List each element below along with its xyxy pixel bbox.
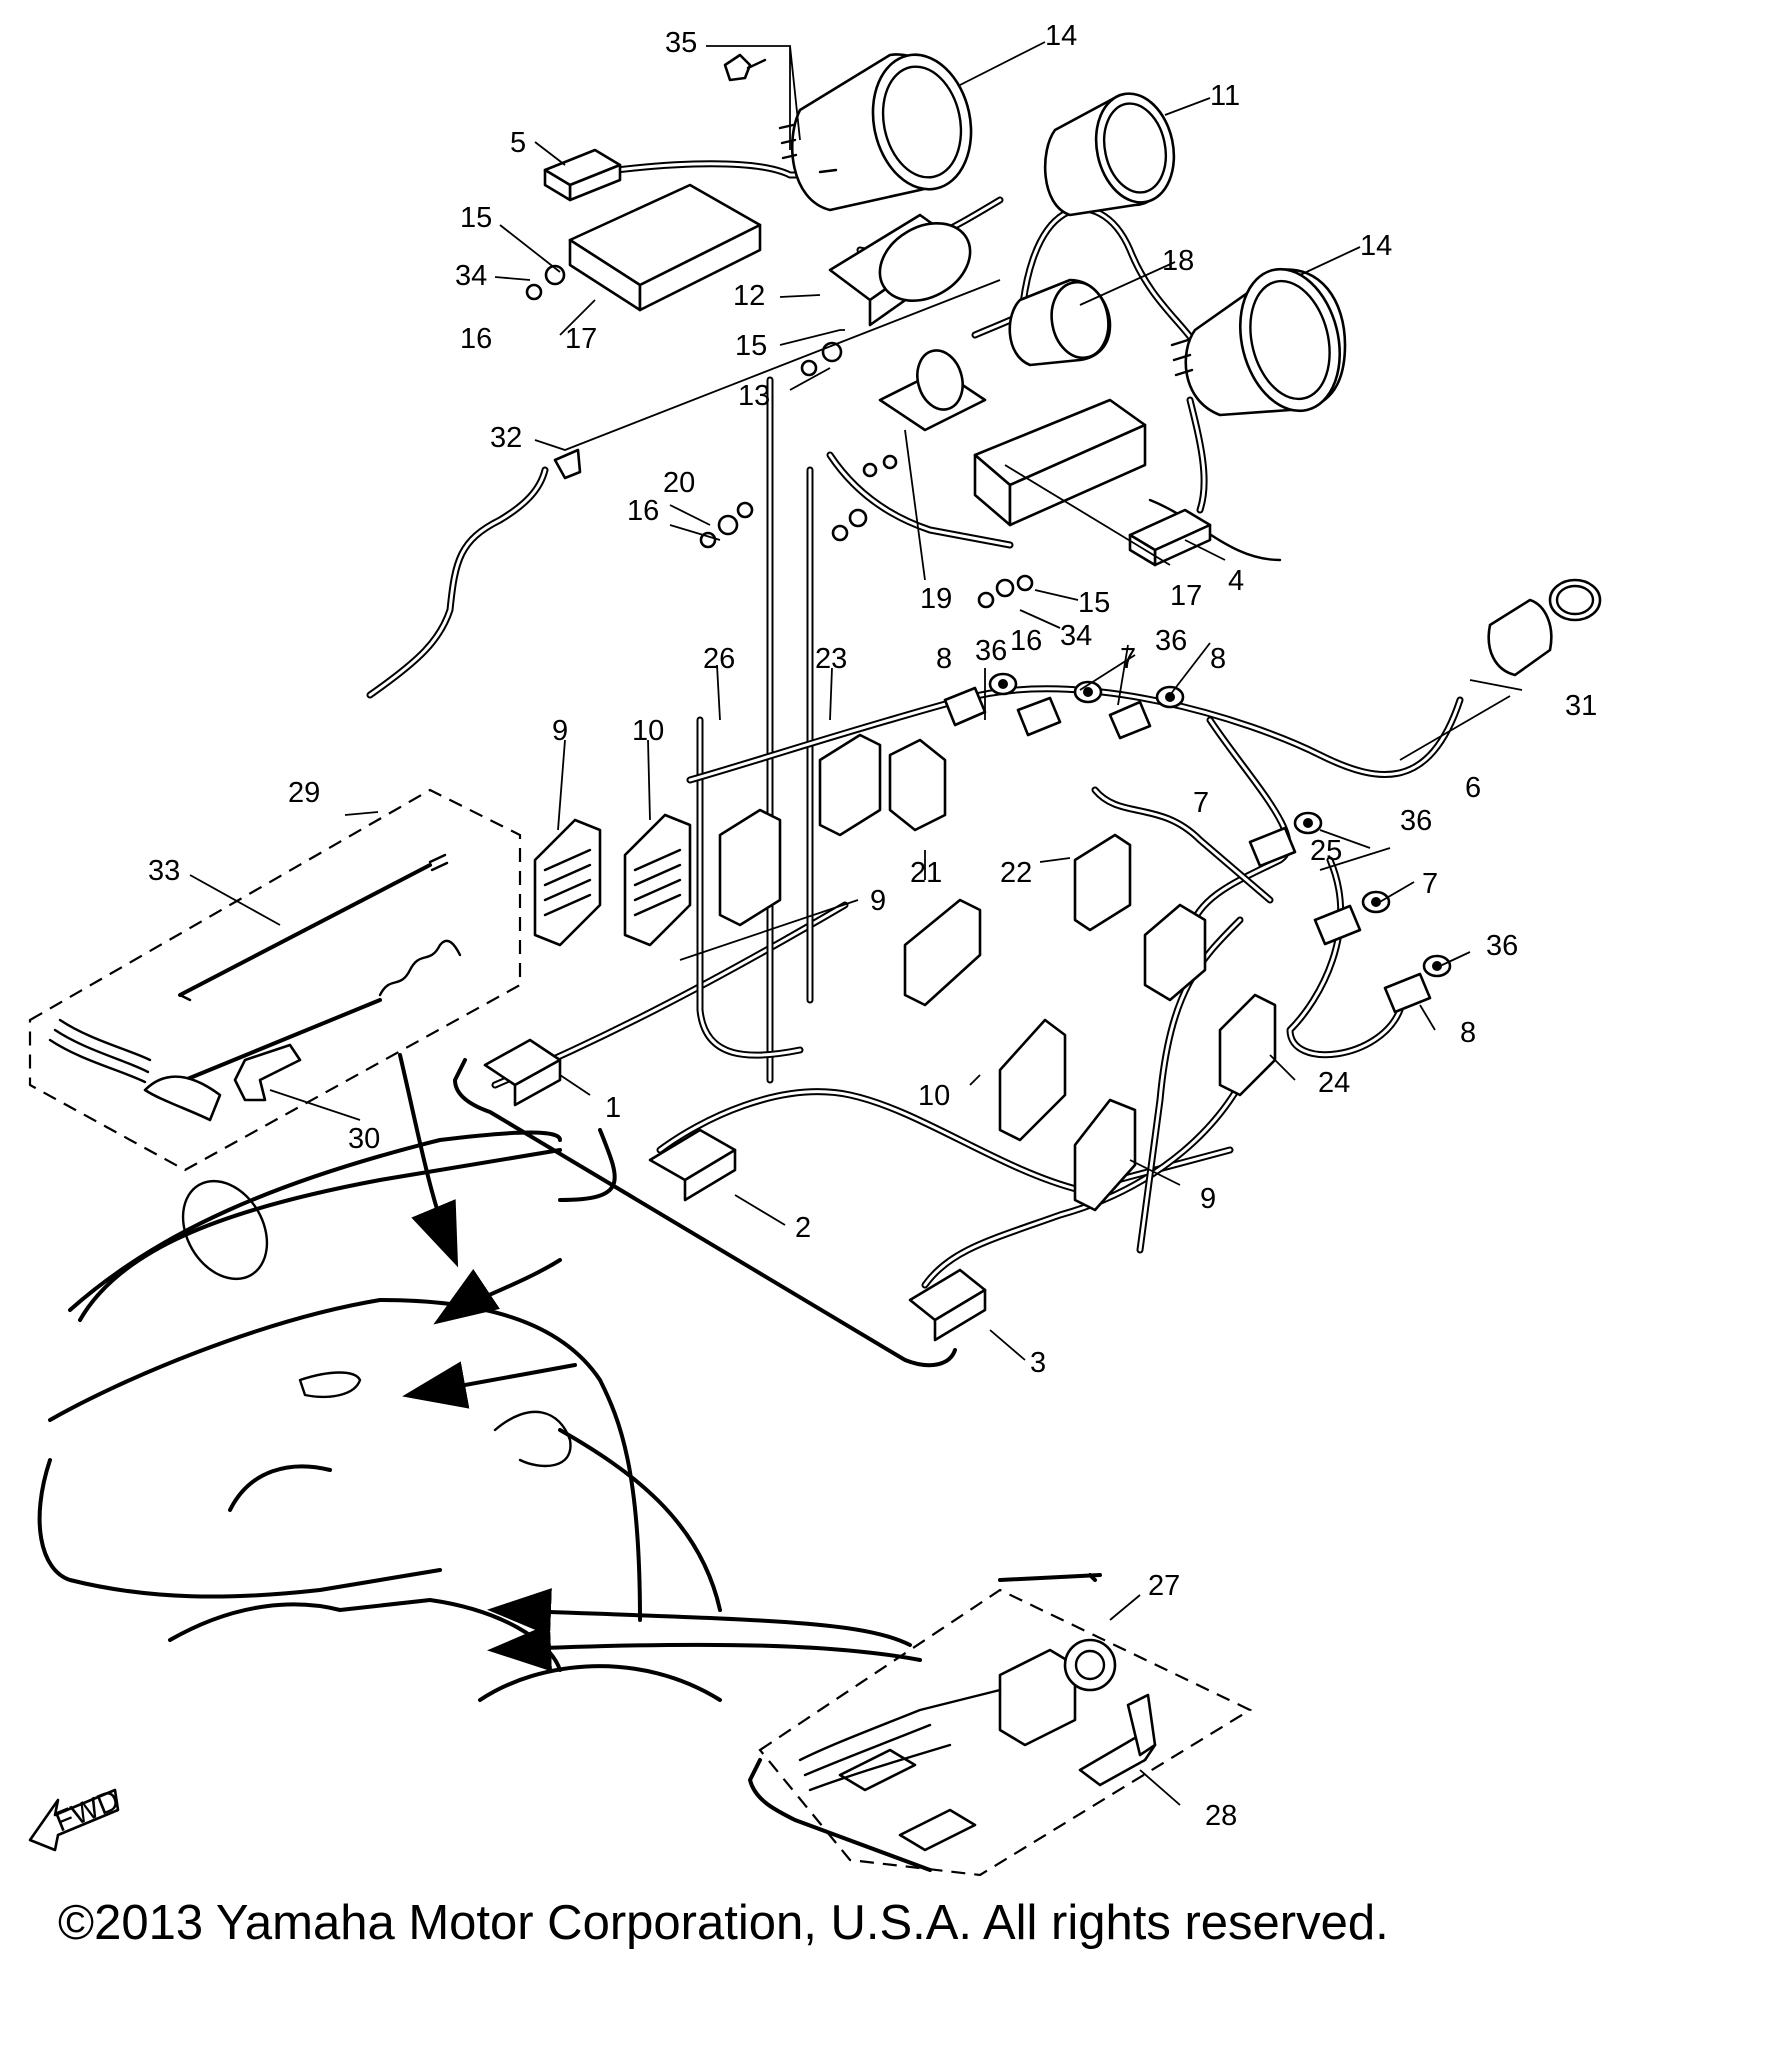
gauge-14-right — [1170, 267, 1347, 417]
callout-29: 29 — [288, 777, 320, 809]
callout-4: 4 — [1228, 565, 1244, 597]
switches — [533, 733, 1277, 1212]
callout-36-d: 36 — [1486, 930, 1518, 962]
callout-36-a: 36 — [975, 635, 1007, 667]
callout-36-c: 36 — [1400, 805, 1432, 837]
callout-20: 20 — [663, 467, 695, 499]
copyright-notice: ©2013 Yamaha Motor Corporation, U.S.A. A… — [58, 1896, 1389, 1950]
panel-outline — [453, 1058, 1102, 1872]
coupler-1 — [483, 1038, 562, 1107]
callout-8-a: 8 — [936, 643, 952, 675]
callout-10-a: 10 — [632, 715, 664, 747]
callout-6: 6 — [1465, 772, 1481, 804]
callout-labels: 35 14 11 5 15 34 16 17 12 18 14 15 13 32… — [148, 20, 1597, 1832]
callout-17-b: 17 — [1170, 580, 1202, 612]
coupler-4 — [1128, 508, 1212, 567]
callout-leaders — [189, 41, 1523, 1806]
callout-9-c: 9 — [1200, 1183, 1216, 1215]
callout-34-b: 34 — [1060, 620, 1092, 652]
socket-31 — [1487, 578, 1602, 677]
callout-15-b: 15 — [735, 330, 767, 362]
callout-14-top: 14 — [1045, 20, 1077, 52]
meter-bracket-17-lower — [973, 398, 1147, 527]
callout-9-a: 9 — [552, 715, 568, 747]
grommets-36 — [988, 672, 1452, 978]
callout-16-a: 16 — [460, 323, 492, 355]
meter-bracket-17-upper — [568, 183, 762, 312]
coupler-3 — [908, 1268, 987, 1342]
callout-25: 25 — [1310, 835, 1342, 867]
callout-14-right: 14 — [1360, 230, 1392, 262]
drain-hose-32 — [366, 448, 582, 699]
gauge-case-12 — [828, 213, 972, 327]
gauge-14-upper — [778, 53, 973, 212]
callout-33: 33 — [148, 855, 180, 887]
callout-9-b: 9 — [870, 885, 886, 917]
callout-28: 28 — [1205, 1800, 1237, 1832]
callout-1: 1 — [605, 1092, 621, 1124]
callout-11: 11 — [1210, 80, 1240, 112]
fwd-direction-badge: FWD — [28, 1784, 124, 1852]
coupler-5 — [543, 148, 622, 202]
callout-30: 30 — [348, 1123, 380, 1155]
callout-15-a: 15 — [460, 202, 492, 234]
gauge-11 — [1043, 92, 1176, 217]
callout-16-b: 16 — [627, 495, 659, 527]
sensor-kit-29 — [28, 788, 522, 1172]
callout-7-a: 7 — [1120, 643, 1136, 675]
callout-19: 19 — [920, 583, 952, 615]
ignition-kit-27 — [758, 1588, 1253, 1877]
callout-12: 12 — [733, 280, 765, 312]
wiring-harness — [491, 160, 1464, 1289]
callout-7-b: 7 — [1193, 787, 1209, 819]
callout-27: 27 — [1148, 1570, 1180, 1602]
callout-24: 24 — [1318, 1067, 1350, 1099]
callout-7-c: 7 — [1422, 868, 1438, 900]
coupler-2 — [648, 1128, 737, 1202]
fwd-badge-text: FWD — [51, 1784, 124, 1838]
callout-2: 2 — [795, 1212, 811, 1244]
hardware-nuts-washers — [525, 53, 1034, 609]
callout-34-a: 34 — [455, 260, 487, 292]
direction-arrows — [398, 1053, 922, 1672]
callout-35: 35 — [665, 27, 697, 59]
callout-16-c: 16 — [1010, 625, 1042, 657]
gauge-bezel-19 — [878, 349, 987, 432]
callout-26: 26 — [703, 643, 735, 675]
callout-5: 5 — [510, 127, 526, 159]
callout-31: 31 — [1565, 690, 1597, 722]
callout-15-c: 15 — [1078, 587, 1110, 619]
callout-36-b: 36 — [1155, 625, 1187, 657]
callout-21: 21 — [910, 857, 942, 889]
callout-8-c: 8 — [1460, 1017, 1476, 1049]
callout-10-b: 10 — [918, 1080, 950, 1112]
callout-32: 32 — [490, 422, 522, 454]
callout-3: 3 — [1030, 1347, 1046, 1379]
lamp-sockets — [943, 686, 1432, 1014]
callout-8-b: 8 — [1210, 643, 1226, 675]
callout-22: 22 — [1000, 857, 1032, 889]
callout-13: 13 — [738, 380, 770, 412]
gauge-18 — [1008, 278, 1112, 367]
callout-23: 23 — [815, 643, 847, 675]
callout-17-a: 17 — [565, 323, 597, 355]
callout-18: 18 — [1162, 245, 1194, 277]
